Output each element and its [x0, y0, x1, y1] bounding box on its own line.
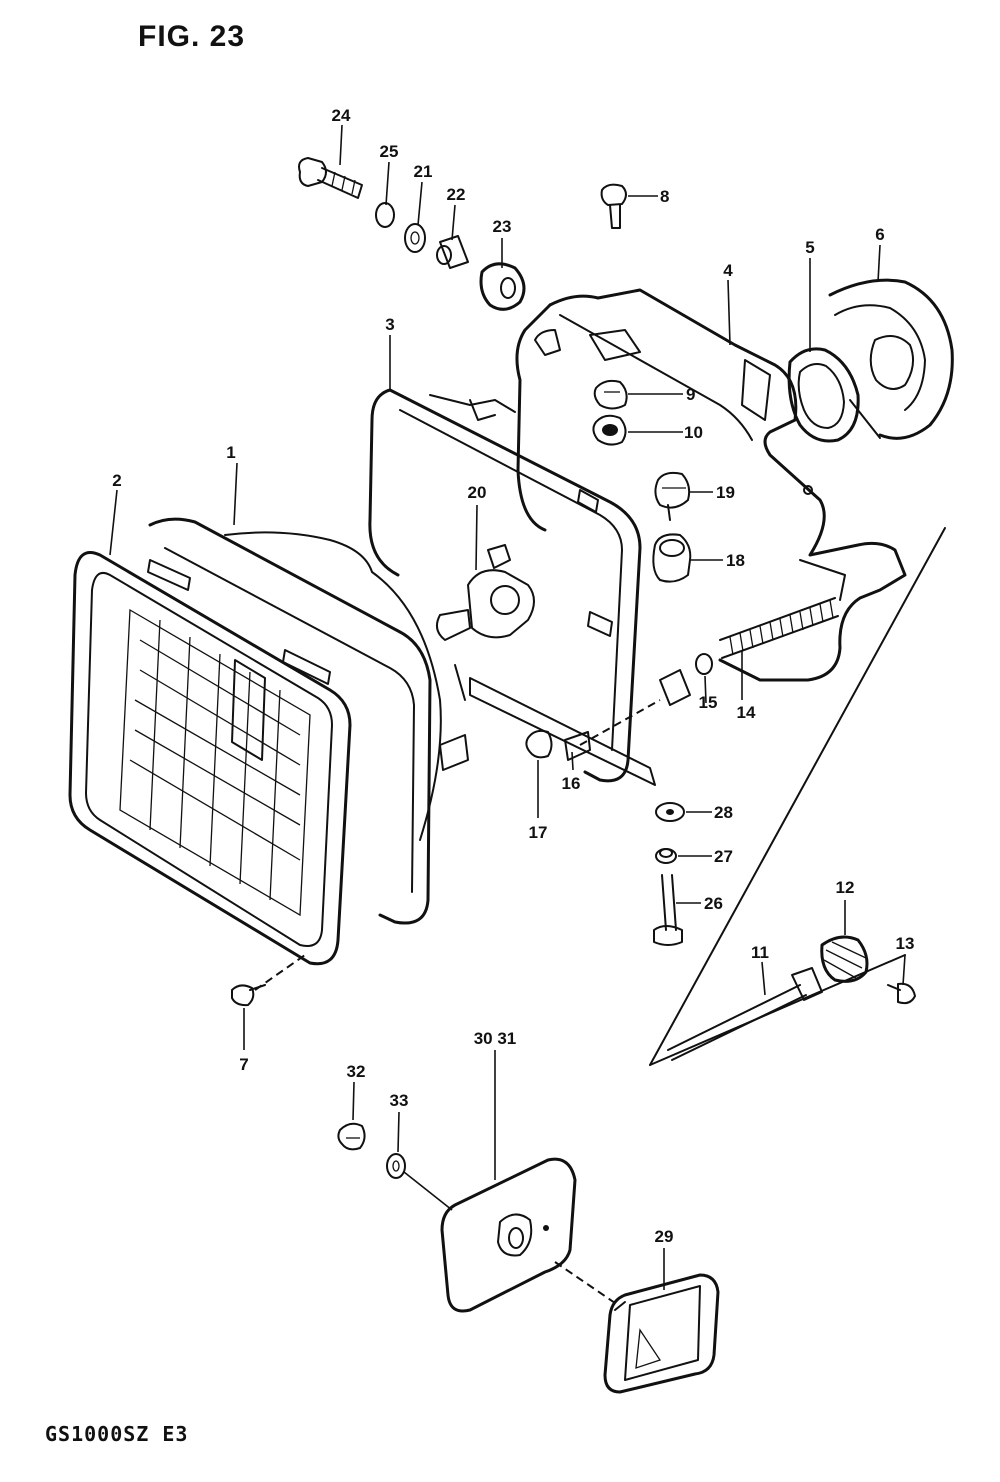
callout-23: 23: [493, 217, 512, 236]
callout-16: 16: [562, 774, 581, 793]
adjusting-knob: [820, 935, 869, 983]
callout-3: 3: [385, 315, 394, 334]
cushion-19: [654, 471, 691, 521]
callout-30-31: 30 31: [474, 1029, 517, 1048]
adjusting-screw: [667, 967, 823, 1061]
inset-boundary: [649, 527, 946, 1066]
collar-22: [436, 235, 469, 269]
nut-32: [337, 1122, 366, 1151]
marker-lamp-housing: [440, 1157, 577, 1313]
leader-lines: [109, 124, 906, 1290]
callout-27: 27: [714, 847, 733, 866]
headlight-case: [515, 288, 907, 682]
washer-21: [404, 223, 426, 253]
callout-25: 25: [380, 142, 399, 161]
sealed-beam-unit: [119, 517, 469, 925]
inset-boundary-lower: [649, 954, 906, 1066]
grommet-9: [593, 379, 628, 410]
assembly-lines: [254, 699, 661, 1306]
bolt-24: [298, 157, 363, 199]
bracket-mount: [564, 669, 691, 761]
washer-15: [695, 653, 713, 675]
nut-27: [655, 848, 677, 864]
socket-cover: [828, 278, 954, 440]
washer-25: [375, 202, 395, 228]
headlight-housing: [368, 388, 656, 786]
reflector-lens: [603, 1273, 720, 1394]
callout-21: 21: [414, 162, 433, 181]
nut-17: [525, 729, 553, 759]
headlight-rim: [68, 551, 352, 966]
callout-15: 15: [699, 693, 718, 712]
callout-13: 13: [896, 934, 915, 953]
cushion-18: [652, 533, 692, 583]
adjusting-spring: [719, 597, 839, 659]
callout-11: 11: [751, 943, 769, 962]
callout-29: 29: [655, 1227, 674, 1246]
nut-10: [592, 414, 627, 446]
callout-20: 20: [468, 483, 487, 502]
callout-8: 8: [660, 187, 669, 206]
callout-26: 26: [704, 894, 723, 913]
callout-7: 7: [239, 1055, 248, 1074]
callout-6: 6: [875, 225, 884, 244]
callout-33: 33: [390, 1091, 409, 1110]
figure-title: FIG. 23: [138, 20, 246, 53]
callout-28: 28: [714, 803, 733, 822]
callout-24: 24: [332, 106, 351, 125]
callout-19: 19: [716, 483, 735, 502]
socket-ring: [787, 347, 860, 443]
callout-5: 5: [805, 238, 814, 257]
callout-2: 2: [112, 471, 121, 490]
headlight-bulb: [435, 544, 535, 641]
screw-8: [600, 183, 627, 229]
callout-22: 22: [447, 185, 466, 204]
callout-32: 32: [347, 1062, 366, 1081]
callout-14: 14: [737, 703, 756, 722]
callout-4: 4: [723, 261, 733, 280]
model-code: GS1000SZ E3: [45, 1422, 189, 1446]
small-screw-13: [887, 982, 916, 1005]
callout-10: 10: [684, 423, 703, 442]
callout-12: 12: [836, 878, 855, 897]
bolt-26: [653, 874, 683, 946]
washer-28: [655, 802, 685, 822]
grommet-23: [479, 262, 526, 311]
screw-7: [231, 984, 266, 1007]
washer-33: [386, 1153, 406, 1179]
callout-17: 17: [529, 823, 548, 842]
callout-9: 9: [686, 385, 695, 404]
callout-labels: 1 2 3 4 5 6 7 8 9 10 11 12 13 14 15 16 1…: [112, 106, 914, 1246]
callout-18: 18: [726, 551, 745, 570]
callout-1: 1: [226, 443, 235, 462]
